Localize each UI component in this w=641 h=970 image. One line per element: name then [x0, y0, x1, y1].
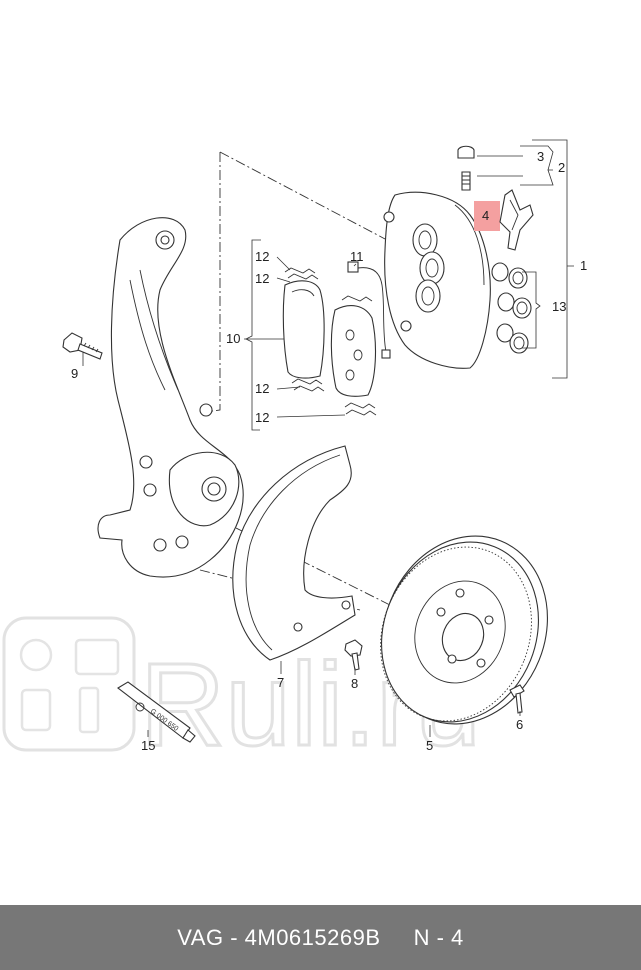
callout-2: 2	[558, 160, 565, 175]
brake-disc	[380, 535, 548, 725]
callout-6: 6	[516, 717, 523, 732]
wear-sensor	[347, 261, 391, 359]
spring-clip	[499, 189, 534, 251]
leader-lines	[82, 155, 523, 737]
part-number-footer: VAG - 4M0615269B N - 4	[0, 905, 641, 970]
callout-12-a: 12	[255, 249, 269, 264]
callout-3: 3	[537, 149, 544, 164]
bleed-screw	[457, 145, 475, 191]
brake-assembly-diagram: Ruli.ru	[2, 139, 587, 773]
callout-15: 15	[141, 738, 155, 753]
highlight-box	[474, 201, 500, 231]
watermark-shock-icon	[78, 686, 100, 734]
watermark-lamp-icon	[19, 638, 53, 672]
callout-7: 7	[277, 675, 284, 690]
callout-8: 8	[351, 676, 358, 691]
watermark-oil-icon	[20, 688, 52, 732]
piston-seals	[491, 262, 532, 354]
callout-12-d: 12	[255, 410, 269, 425]
callout-4: 4	[482, 208, 489, 223]
brake-pads	[282, 280, 376, 397]
callout-10: 10	[226, 331, 240, 346]
callout-12-c: 12	[255, 381, 269, 396]
callout-12-b: 12	[255, 271, 269, 286]
bracket-13	[522, 271, 541, 349]
callout-11: 11	[350, 249, 364, 264]
callout-9: 9	[71, 366, 78, 381]
bracket-1	[532, 139, 574, 379]
brake-shield	[232, 445, 356, 661]
callout-13: 13	[552, 299, 566, 314]
bolt-9	[62, 332, 103, 360]
brake-caliper	[383, 191, 491, 369]
guide-line-shield	[199, 569, 361, 611]
guide-line-top	[219, 151, 388, 241]
callout-5: 5	[426, 738, 433, 753]
bracket-10	[245, 239, 261, 431]
screw-6	[509, 684, 525, 714]
watermark-door-icon	[74, 638, 120, 676]
bolt-8	[344, 639, 363, 671]
callouts: 1 2 3 4 5 6 7 8 9 10 11 12 12 12 12 13 1…	[71, 149, 587, 753]
watermark-logo-box	[2, 616, 136, 752]
callout-1: 1	[580, 258, 587, 273]
steering-knuckle	[97, 217, 244, 578]
guide-line-left	[204, 152, 221, 413]
bracket-2	[520, 145, 554, 186]
